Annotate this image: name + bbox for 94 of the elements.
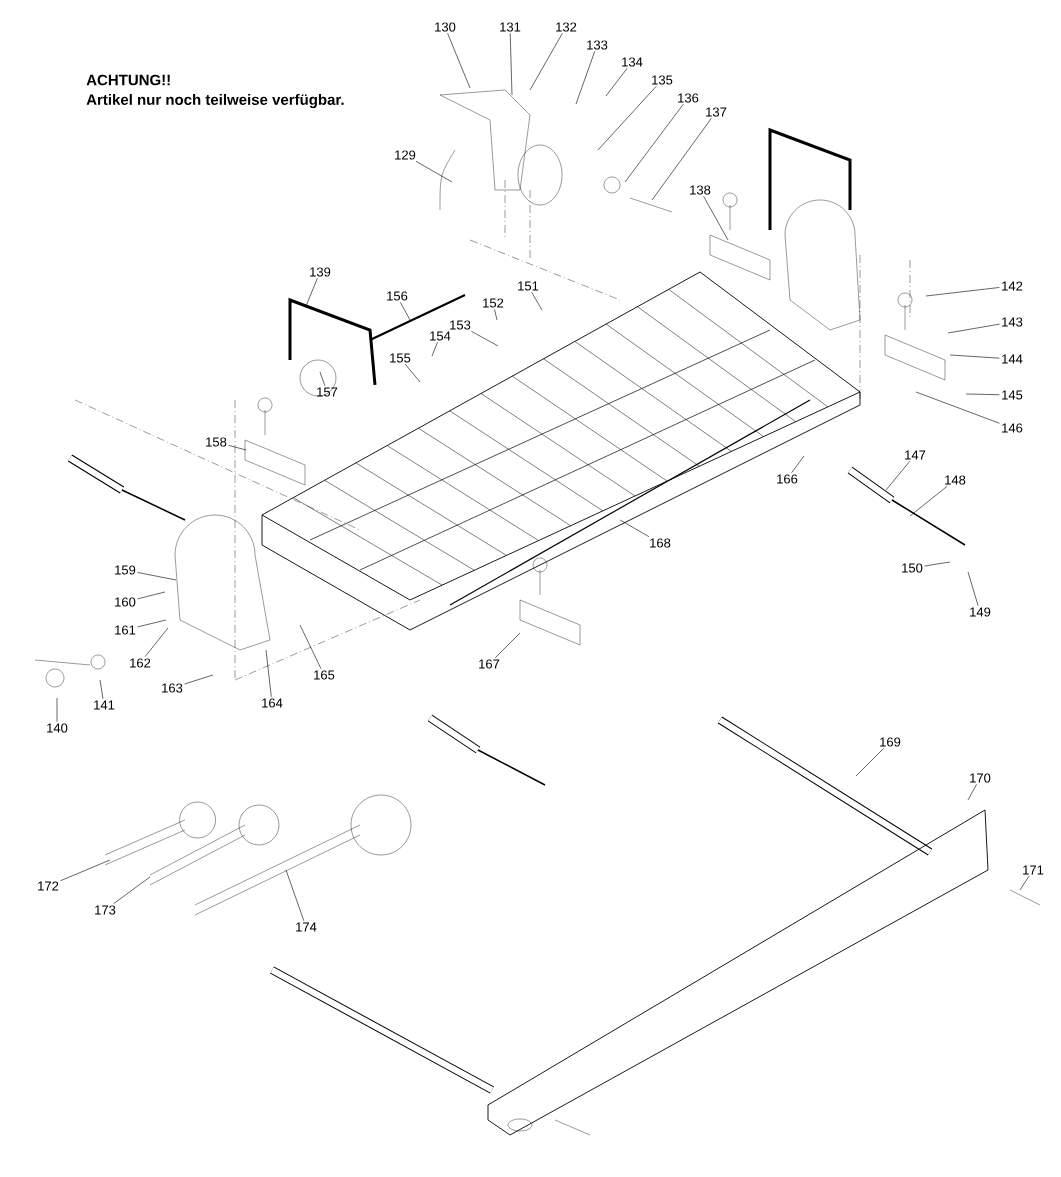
callout-number: 145 xyxy=(1002,390,1023,400)
leader-line xyxy=(137,591,166,600)
leader-line xyxy=(509,33,513,96)
callout-number: 147 xyxy=(905,450,926,460)
leader-line xyxy=(285,869,305,922)
leader-line xyxy=(965,393,1000,396)
leader-line xyxy=(404,363,421,383)
callout-number: 140 xyxy=(47,723,68,733)
leader-line xyxy=(925,287,1000,297)
callout-number: 157 xyxy=(317,387,338,397)
leader-line xyxy=(605,68,628,97)
leader-line xyxy=(471,331,499,347)
callout-number: 135 xyxy=(652,75,673,85)
leader-line xyxy=(144,627,169,657)
leader-line xyxy=(113,876,151,904)
leader-line xyxy=(299,624,322,669)
callout-number: 166 xyxy=(777,474,798,484)
leader-line xyxy=(967,571,979,606)
leader-line xyxy=(305,278,318,307)
leader-line xyxy=(400,302,411,321)
callout-number: 165 xyxy=(314,670,335,680)
callout-number: 154 xyxy=(430,331,451,341)
leader-line xyxy=(495,632,521,658)
callout-number: 159 xyxy=(115,565,136,575)
callout-number: 139 xyxy=(310,267,331,277)
callout-number: 162 xyxy=(130,658,151,668)
leader-line xyxy=(651,118,712,201)
callout-number: 169 xyxy=(880,737,901,747)
callout-number: 174 xyxy=(296,922,317,932)
callout-number: 141 xyxy=(94,700,115,710)
leader-line xyxy=(597,86,657,151)
leader-line xyxy=(184,674,214,685)
callout-number: 131 xyxy=(500,22,521,32)
leader-line xyxy=(531,291,543,311)
leader-line xyxy=(909,486,948,517)
callout-number: 153 xyxy=(450,320,471,330)
leader-line xyxy=(947,323,1000,334)
leader-line xyxy=(265,649,272,697)
leader-line xyxy=(228,445,247,451)
leader-line xyxy=(1019,875,1030,891)
callout-number: 146 xyxy=(1002,423,1023,433)
callout-number: 148 xyxy=(945,475,966,485)
callout-number: 168 xyxy=(650,538,671,548)
callout-number: 133 xyxy=(587,40,608,50)
leader-line xyxy=(791,455,805,473)
warning-note: Artikel nur noch teilweise verfügbar. xyxy=(86,93,344,108)
leader-line xyxy=(137,572,177,581)
callout-number: 156 xyxy=(387,291,408,301)
callout-number: 132 xyxy=(556,22,577,32)
leader-line xyxy=(494,309,498,321)
callout-number: 136 xyxy=(678,93,699,103)
leader-line xyxy=(99,679,104,700)
leader-line xyxy=(447,33,471,89)
callout-number: 164 xyxy=(262,698,283,708)
leader-line xyxy=(885,460,911,491)
callout-number: 152 xyxy=(483,298,504,308)
leader-line xyxy=(137,619,167,628)
leader-line xyxy=(56,697,58,722)
callout-number: 144 xyxy=(1002,354,1023,364)
leader-line xyxy=(855,748,884,777)
leader-line xyxy=(529,33,563,91)
leader-line xyxy=(619,519,650,537)
leader-line xyxy=(415,161,453,183)
callout-number: 155 xyxy=(390,353,411,363)
leader-line xyxy=(575,51,596,105)
callout-number: 130 xyxy=(435,22,456,32)
callout-number: 142 xyxy=(1002,281,1023,291)
leader-line xyxy=(949,354,1000,359)
leader-line xyxy=(60,859,111,882)
leader-line xyxy=(703,196,729,241)
callout-number: 171 xyxy=(1023,865,1044,875)
leader-line xyxy=(431,341,438,357)
leader-line xyxy=(915,391,1000,424)
callout-number: 160 xyxy=(115,597,136,607)
callout-number: 158 xyxy=(206,437,227,447)
leader-line xyxy=(924,561,951,567)
leader-line xyxy=(624,104,684,183)
callout-number: 150 xyxy=(902,563,923,573)
callout-number: 143 xyxy=(1002,317,1023,327)
callout-number: 161 xyxy=(115,625,136,635)
warning-note: ACHTUNG!! xyxy=(86,74,170,86)
callout-number: 149 xyxy=(970,607,991,617)
callout-number: 163 xyxy=(162,683,183,693)
leader-line xyxy=(319,371,326,387)
callout-number: 134 xyxy=(622,57,643,67)
callout-number: 129 xyxy=(395,150,416,160)
callout-number: 167 xyxy=(479,659,500,669)
leader-line xyxy=(967,784,977,801)
callout-number: 137 xyxy=(706,107,727,117)
callout-number: 170 xyxy=(970,773,991,783)
callout-number: 138 xyxy=(690,185,711,195)
callout-number: 151 xyxy=(518,281,539,291)
callout-number: 173 xyxy=(95,905,116,915)
callout-number: 172 xyxy=(38,881,59,891)
